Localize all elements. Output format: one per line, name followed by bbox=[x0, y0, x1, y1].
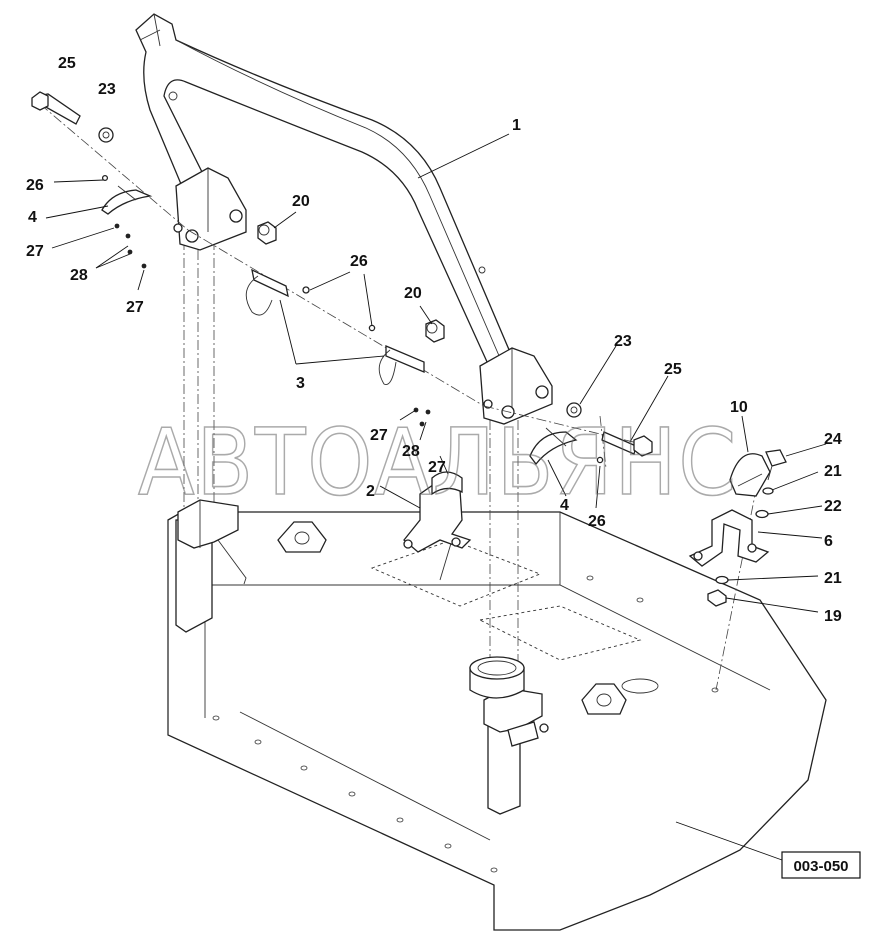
callout-26: 26 bbox=[26, 177, 44, 194]
callout-19: 19 bbox=[824, 608, 842, 625]
panel-holes bbox=[212, 575, 719, 873]
callout-21: 21 bbox=[824, 463, 842, 480]
callout-20: 20 bbox=[292, 193, 310, 210]
callout-26: 26 bbox=[588, 513, 606, 530]
callout-26: 26 bbox=[350, 253, 368, 270]
callout-28: 28 bbox=[402, 443, 420, 460]
callout-25: 25 bbox=[664, 361, 682, 378]
lynch-pin-3-lower bbox=[368, 324, 425, 385]
washer-22 bbox=[755, 509, 769, 519]
callout-24: 24 bbox=[824, 431, 842, 448]
nut-19 bbox=[707, 589, 727, 607]
roll-bar bbox=[135, 13, 553, 425]
right-post bbox=[483, 420, 549, 815]
reference-code-box: 003-050 bbox=[781, 851, 861, 879]
pins-left bbox=[114, 223, 147, 269]
washer-23-left bbox=[98, 127, 114, 143]
lynch-pin-3-upper bbox=[245, 268, 310, 316]
callout-25: 25 bbox=[58, 55, 76, 72]
bracket-6 bbox=[688, 509, 770, 567]
callout-21: 21 bbox=[824, 570, 842, 587]
callout-3: 3 bbox=[296, 375, 305, 392]
callout-4: 4 bbox=[28, 209, 37, 226]
callout-23: 23 bbox=[98, 81, 116, 98]
bracket-2 bbox=[403, 471, 472, 553]
callout-4: 4 bbox=[560, 497, 569, 514]
spring-clip-4-right bbox=[529, 427, 604, 466]
bumper-10 bbox=[729, 453, 771, 497]
bolt-25-right bbox=[601, 431, 653, 457]
callout-2: 2 bbox=[366, 483, 375, 500]
watermark-text: АВТОАЛЬЯНС bbox=[138, 409, 738, 516]
callout-27: 27 bbox=[126, 299, 144, 316]
callout-20: 20 bbox=[404, 285, 422, 302]
bushing-20-lower bbox=[425, 319, 445, 343]
callout-6: 6 bbox=[824, 533, 833, 550]
callout-10: 10 bbox=[730, 399, 748, 416]
washer-21-lower bbox=[715, 575, 729, 585]
mount-outline bbox=[370, 539, 642, 661]
washer-21-upper bbox=[762, 487, 774, 495]
callout-27: 27 bbox=[428, 459, 446, 476]
washer-23-right bbox=[566, 402, 582, 418]
bolt-25-left bbox=[31, 91, 81, 125]
filler-neck bbox=[469, 656, 525, 699]
callout-28: 28 bbox=[70, 267, 88, 284]
spring-clip-4-left bbox=[101, 174, 153, 215]
callout-1: 1 bbox=[512, 117, 521, 134]
reference-code-text: 003-050 bbox=[793, 858, 848, 875]
left-post bbox=[175, 240, 247, 633]
bushing-20-upper bbox=[257, 221, 277, 245]
callout-labels: 25 23 1 26 4 20 27 28 26 27 20 3 23 25 1… bbox=[26, 55, 842, 625]
screw-24 bbox=[765, 449, 787, 481]
callout-22: 22 bbox=[824, 498, 842, 515]
leader-lines bbox=[45, 133, 827, 861]
callout-27: 27 bbox=[370, 427, 388, 444]
callout-23: 23 bbox=[614, 333, 632, 350]
callout-27: 27 bbox=[26, 243, 44, 260]
